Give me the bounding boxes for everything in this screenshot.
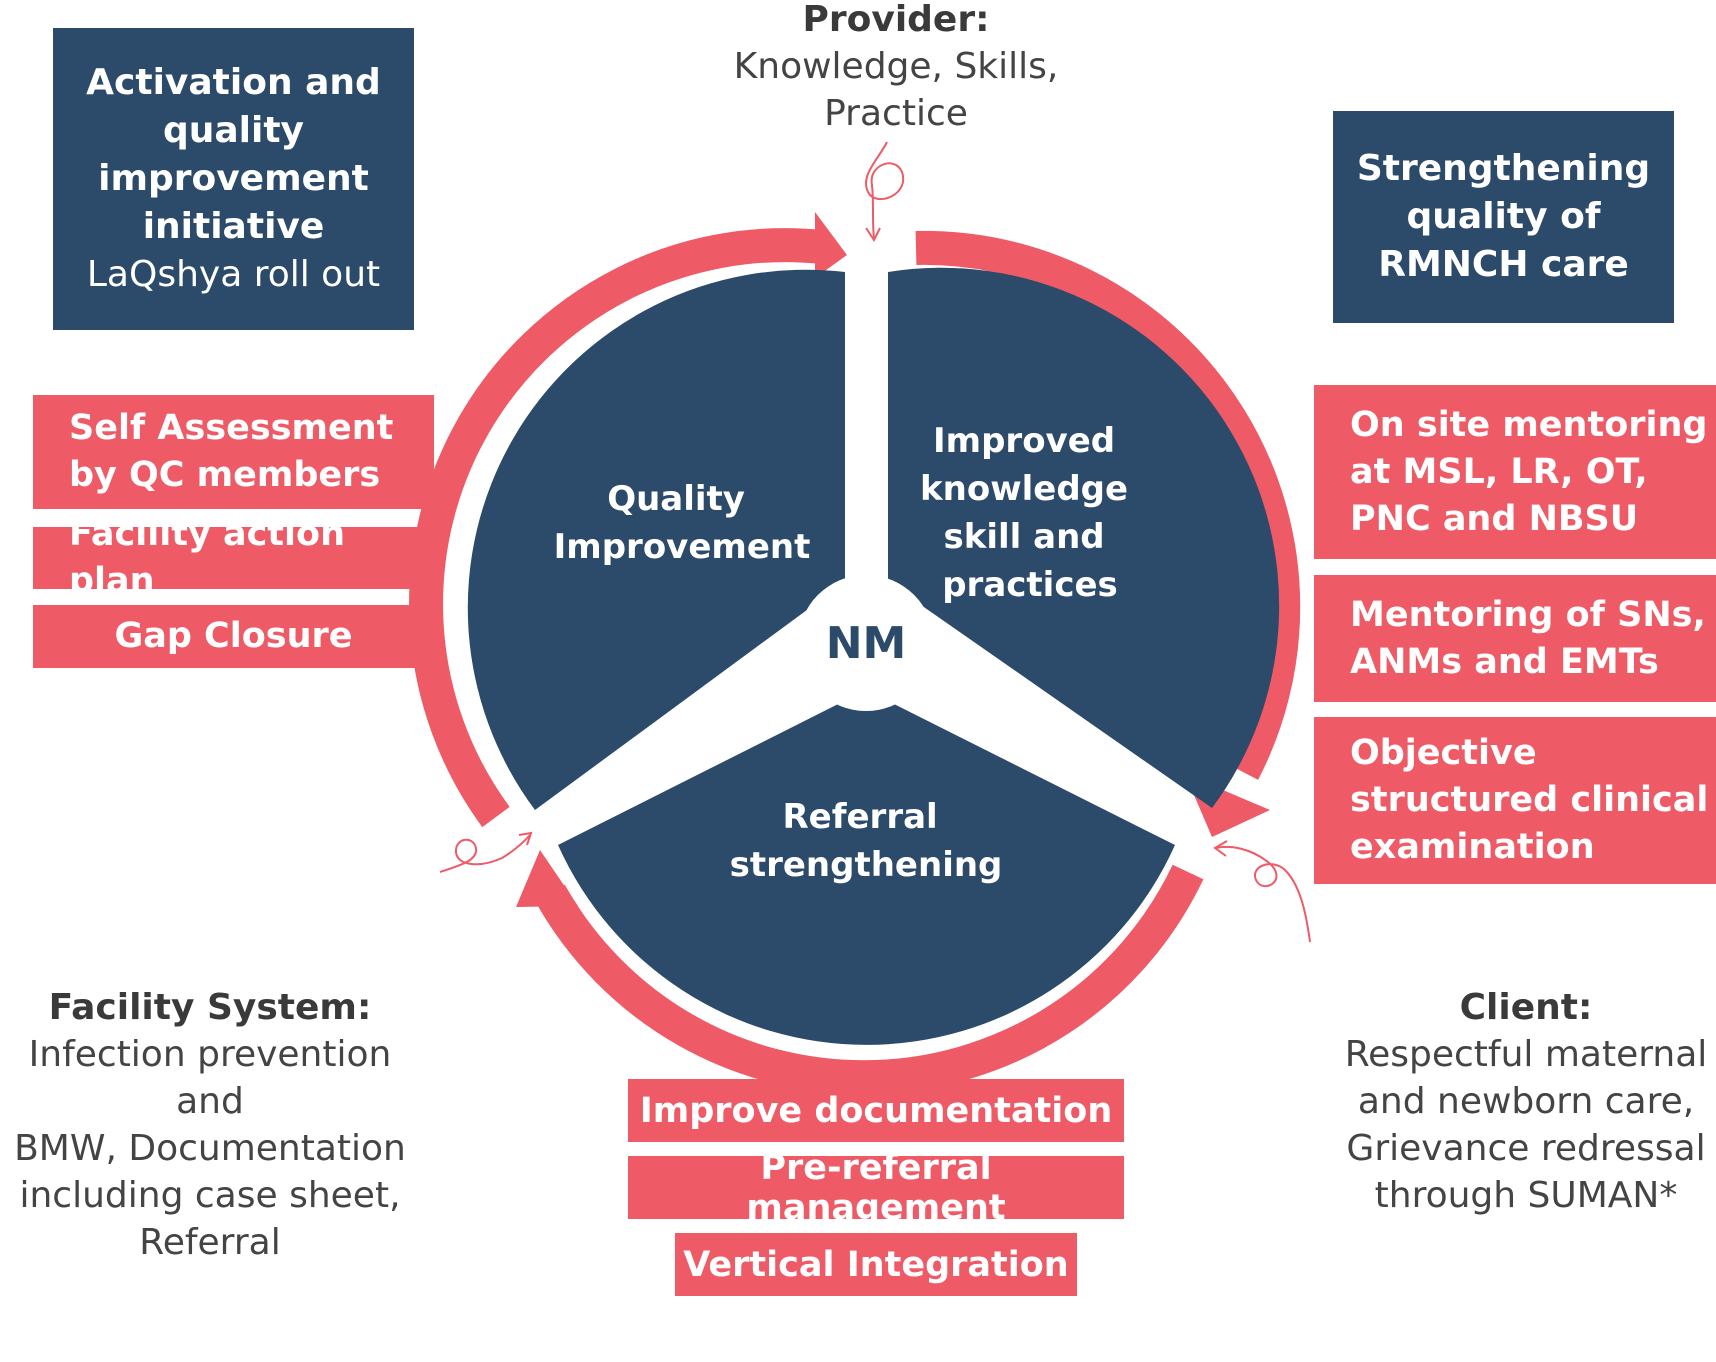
tag-facility-action-plan-label: Facility action plan <box>69 514 346 601</box>
knowledge-line-4: practices <box>942 565 1118 605</box>
ring-arc-top-right <box>915 230 1301 780</box>
knowledge-label: Improved knowledge skill and practices <box>920 421 1140 605</box>
activation-line-3: improvement <box>98 158 369 199</box>
client-line-1: Respectful maternal <box>1344 1034 1708 1075</box>
curl-arrow-top-head <box>865 227 881 242</box>
provider-line-2: Practice <box>824 93 968 134</box>
quality-label: Quality Improvement <box>554 479 811 567</box>
strengthening-line-3: RMNCH care <box>1378 244 1629 285</box>
tag-onsite-mentoring-line-3: PNC and NBSU <box>1350 498 1639 539</box>
tag-onsite-mentoring-line-1: On site mentoring <box>1350 404 1708 445</box>
strengthening-box: Strengthening quality of RMNCH care <box>1333 111 1674 323</box>
tag-gap-closure: Gap Closure <box>33 605 434 668</box>
tag-improve-documentation: Improve documentation <box>628 1079 1124 1142</box>
curl-arrow-left <box>439 834 531 873</box>
provider-label: Provider: Knowledge, Skills, Practice <box>690 0 1102 137</box>
curl-arrow-right <box>1215 845 1311 943</box>
ring-arc-left <box>409 228 824 828</box>
tag-self-assessment-line-2: by QC members <box>69 455 381 495</box>
provider-head: Provider: <box>802 0 990 40</box>
tag-onsite-mentoring: On site mentoring at MSL, LR, OT, PNC an… <box>1314 385 1716 559</box>
center-hub <box>798 575 934 711</box>
facility-line-4: Referral <box>139 1222 281 1263</box>
tag-mentoring-sns: Mentoring of SNs, ANMs and EMTs <box>1314 575 1716 702</box>
facility-line-3: including case sheet, <box>19 1175 401 1216</box>
knowledge-line-1: Improved <box>933 421 1115 461</box>
tag-vertical-integration-label: Vertical Integration <box>683 1244 1069 1285</box>
referral-line-1: Referral <box>782 797 937 837</box>
tag-pre-referral: Pre-referral management <box>628 1148 1124 1228</box>
tag-onsite-mentoring-line-2: at MSL, LR, OT, <box>1350 451 1648 492</box>
quality-line-2: Improvement <box>554 527 811 567</box>
facility-line-1: Infection prevention and <box>28 1034 392 1122</box>
activation-box: Activation and quality improvement initi… <box>53 28 414 330</box>
tag-mentoring-sns-line-2: ANMs and EMTs <box>1350 641 1659 682</box>
tag-osce-line-1: Objective <box>1350 733 1537 773</box>
referral-label: Referral strengthening <box>730 797 1003 885</box>
facility-system-label: Facility System: Infection prevention an… <box>0 984 420 1266</box>
tag-pre-referral-label: Pre-referral management <box>746 1147 1006 1228</box>
knowledge-line-3: skill and <box>944 517 1105 557</box>
curl-arrow-top <box>865 141 905 239</box>
knowledge-line-2: knowledge <box>920 469 1128 509</box>
arrow-head-top <box>815 212 847 278</box>
client-line-3: Grievance redressal <box>1346 1128 1706 1169</box>
tag-mentoring-sns-line-1: Mentoring of SNs, <box>1350 594 1706 635</box>
client-head: Client: <box>1459 987 1593 1028</box>
segment-improved-knowledge <box>888 267 1280 808</box>
tag-facility-action-plan: Facility action plan <box>33 514 434 601</box>
strengthening-line-2: quality of <box>1406 196 1601 237</box>
tag-self-assessment: Self Assessment by QC members <box>33 395 434 509</box>
ring-arc-bottom <box>535 864 1204 1095</box>
tag-self-assessment-line-1: Self Assessment <box>69 408 394 448</box>
tag-gap-closure-label: Gap Closure <box>114 616 353 656</box>
curl-arrow-right-head <box>1213 840 1228 857</box>
strengthening-line-1: Strengthening <box>1356 148 1651 189</box>
tag-vertical-integration: Vertical Integration <box>675 1233 1077 1296</box>
tag-osce-line-2: structured clinical <box>1350 780 1709 820</box>
client-label: Client: Respectful maternal and newborn … <box>1340 984 1712 1219</box>
facility-line-2: BMW, Documentation <box>14 1128 406 1169</box>
center-label: NM <box>826 618 907 669</box>
segment-quality-improvement <box>467 269 845 811</box>
activation-line-4: initiative <box>142 206 325 247</box>
referral-line-2: strengthening <box>730 845 1003 885</box>
activation-line-1: Activation and <box>86 62 381 103</box>
segment-referral <box>558 690 1175 1045</box>
activation-line-2: quality <box>162 110 305 151</box>
activation-subtitle: LaQshya roll out <box>86 254 381 295</box>
facility-head: Facility System: <box>48 987 372 1028</box>
provider-line-1: Knowledge, Skills, <box>733 46 1059 87</box>
tag-osce-line-3: examination <box>1350 827 1595 867</box>
arrow-head-bottom <box>516 850 578 907</box>
tag-improve-documentation-label: Improve documentation <box>639 1090 1113 1131</box>
client-line-4: through SUMAN* <box>1374 1175 1678 1216</box>
tag-osce: Objective structured clinical examinatio… <box>1314 717 1716 884</box>
quality-line-1: Quality <box>607 479 745 519</box>
client-line-2: and newborn care, <box>1357 1081 1695 1122</box>
curl-arrow-left-head <box>518 831 533 846</box>
